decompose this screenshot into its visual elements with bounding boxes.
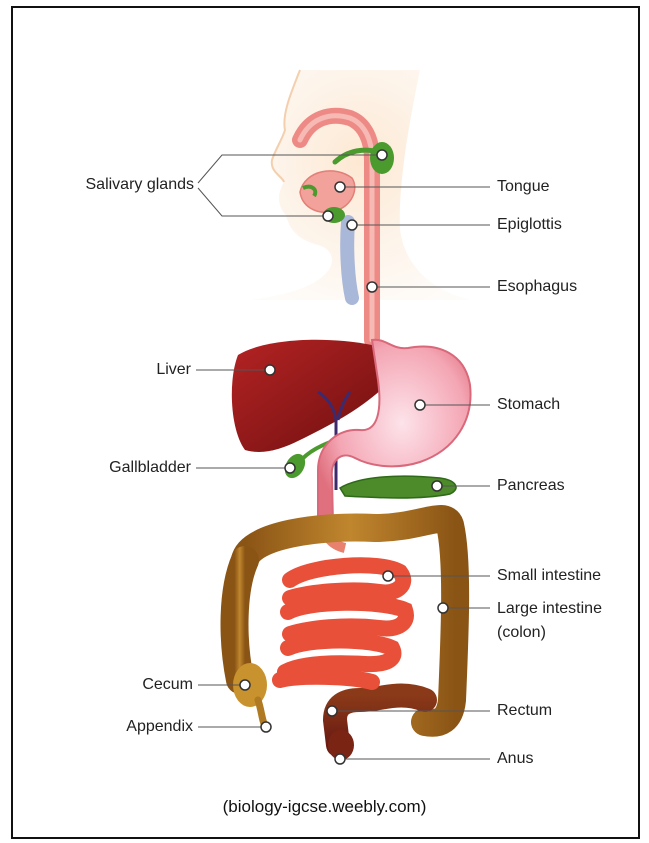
head-silhouette [250, 70, 470, 300]
label-stomach: Stomach [497, 396, 560, 414]
label-rectum: Rectum [497, 702, 552, 720]
small-intestine [280, 565, 406, 682]
source-caption: (biology-igcse.weebly.com) [0, 797, 649, 817]
label-large-intestine: Large intestine [497, 600, 602, 618]
label-esophagus: Esophagus [497, 278, 577, 296]
label-liver: Liver [156, 361, 191, 379]
label-epiglottis: Epiglottis [497, 216, 562, 234]
label-tongue: Tongue [497, 178, 550, 196]
label-pancreas: Pancreas [497, 477, 565, 495]
label-salivary-glands: Salivary glands [86, 176, 195, 194]
ascending-colon [235, 560, 245, 680]
label-small-intestine: Small intestine [497, 567, 601, 585]
label-appendix: Appendix [126, 718, 193, 736]
label-anus: Anus [497, 750, 533, 768]
label-gallbladder: Gallbladder [109, 459, 191, 477]
label-cecum: Cecum [142, 676, 193, 694]
trachea [347, 222, 352, 298]
label-colon: (colon) [497, 624, 546, 642]
